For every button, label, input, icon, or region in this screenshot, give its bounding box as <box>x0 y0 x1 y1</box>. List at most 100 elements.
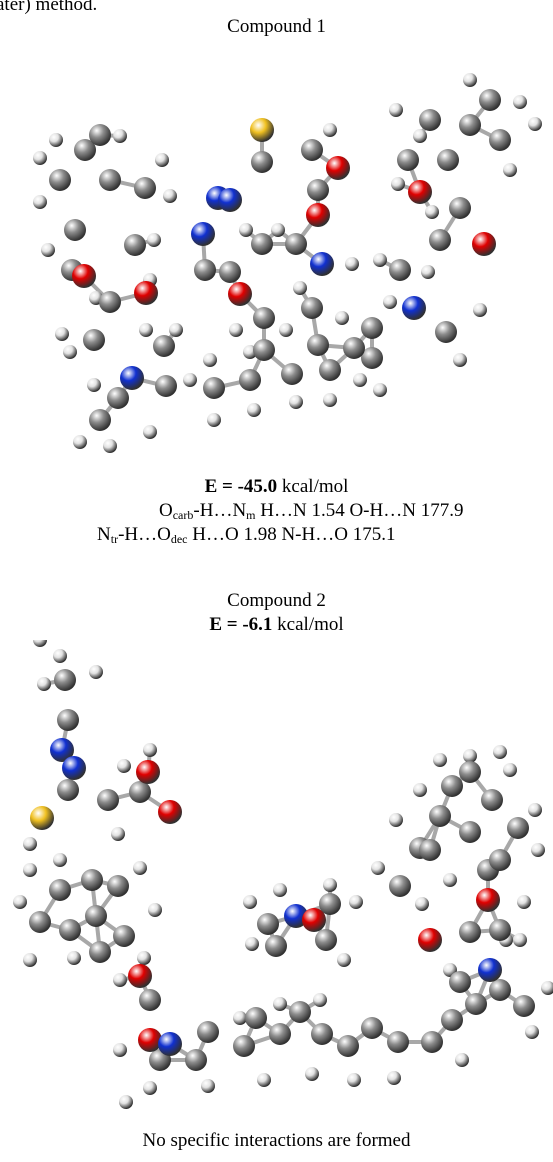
carbon-atom <box>203 377 225 399</box>
hydrogen-atom <box>143 743 157 757</box>
carbon-atom <box>343 337 365 359</box>
carbon-atom <box>85 905 107 927</box>
hydrogen-atom <box>421 265 435 279</box>
hbond1-donor: O <box>159 500 173 521</box>
hydrogen-atom <box>147 233 161 247</box>
nitrogen-atom <box>218 188 242 212</box>
compound2-energy-label: E = <box>209 614 243 635</box>
carbon-atom <box>29 911 51 933</box>
oxygen-atom <box>72 264 96 288</box>
hydrogen-atom <box>23 863 37 877</box>
hydrogen-atom <box>13 895 27 909</box>
hydrogen-atom <box>415 897 429 911</box>
oxygen-atom <box>476 888 500 912</box>
sulfur-atom <box>30 806 54 830</box>
carbon-atom <box>421 1031 443 1053</box>
carbon-atom <box>307 334 329 356</box>
hydrogen-atom <box>493 745 507 759</box>
hydrogen-atom <box>443 873 457 887</box>
carbon-atom <box>301 139 323 161</box>
carbon-atom <box>197 1021 219 1043</box>
hydrogen-atom <box>163 189 177 203</box>
hydrogen-atom <box>413 129 427 143</box>
carbon-atom <box>251 233 273 255</box>
carbon-atom <box>389 259 411 281</box>
carbon-atom <box>289 1001 311 1023</box>
oxygen-atom <box>302 908 326 932</box>
carbon-atom <box>257 913 279 935</box>
hydrogen-atom <box>433 753 447 767</box>
hydrogen-atom <box>113 129 127 143</box>
nitrogen-atom <box>158 1032 182 1056</box>
carbon-atom <box>194 259 216 281</box>
hydrogen-atom <box>73 435 87 449</box>
carbon-atom <box>361 317 383 339</box>
hydrogen-atom <box>49 133 63 147</box>
hydrogen-atom <box>387 1071 401 1085</box>
carbon-atom <box>307 179 329 201</box>
hydrogen-atom <box>243 895 257 909</box>
carbon-atom <box>389 875 411 897</box>
hydrogen-atom <box>139 323 153 337</box>
hydrogen-atom <box>335 311 349 325</box>
hydrogen-atom <box>203 353 217 367</box>
carbon-atom <box>49 879 71 901</box>
carbon-atom <box>459 761 481 783</box>
carbon-atom <box>81 869 103 891</box>
hydrogen-atom <box>473 303 487 317</box>
hydrogen-atom <box>271 223 285 237</box>
hbond1-detail: H…N 1.54 O-H…N 177.9 <box>255 500 464 521</box>
hydrogen-atom <box>103 439 117 453</box>
carbon-atom <box>83 329 105 351</box>
hydrogen-atom <box>257 1073 271 1087</box>
carbon-atom <box>337 1035 359 1057</box>
carbon-atom <box>97 789 119 811</box>
carbon-atom <box>437 149 459 171</box>
carbon-atom <box>319 359 341 381</box>
hydrogen-atom <box>513 933 527 947</box>
carbon-atom <box>319 893 341 915</box>
nitrogen-atom <box>50 738 74 762</box>
carbon-atom <box>507 817 529 839</box>
hydrogen-atom <box>247 403 261 417</box>
nitrogen-atom <box>310 252 334 276</box>
hydrogen-atom <box>233 1011 247 1025</box>
hydrogen-atom <box>347 1073 361 1087</box>
carbon-atom <box>251 151 273 173</box>
oxygen-atom <box>138 1028 162 1052</box>
carbon-atom <box>397 149 419 171</box>
carbon-atom <box>479 89 501 111</box>
hydrogen-atom <box>239 223 253 237</box>
carbon-atom <box>89 409 111 431</box>
compound1-title: Compound 1 <box>227 16 326 37</box>
carbon-atom <box>361 347 383 369</box>
carbon-atom <box>481 789 503 811</box>
hydrogen-atom <box>289 395 303 409</box>
hydrogen-atom <box>383 295 397 309</box>
carbon-atom <box>489 919 511 941</box>
carbon-atom <box>513 995 535 1017</box>
hydrogen-atom <box>23 953 37 967</box>
hydrogen-atom <box>463 73 477 87</box>
oxygen-atom <box>128 964 152 988</box>
oxygen-atom <box>472 232 496 256</box>
carbon-atom <box>465 993 487 1015</box>
carbon-atom <box>449 971 471 993</box>
hydrogen-atom <box>413 783 427 797</box>
sulfur-atom <box>250 118 274 142</box>
hydrogen-atom <box>55 327 69 341</box>
carbon-atom <box>59 919 81 941</box>
hydrogen-atom <box>119 1095 133 1109</box>
hydrogen-atom <box>143 1081 157 1095</box>
hydrogen-atom <box>389 813 403 827</box>
nitrogen-atom <box>120 366 144 390</box>
carbon-atom <box>89 941 111 963</box>
carbon-atom <box>253 307 275 329</box>
carbon-atom <box>113 925 135 947</box>
compound1-hbond-line-2: Ntr-H…Odec H…O 1.98 N-H…O 175.1 <box>97 524 395 546</box>
hydrogen-atom <box>67 951 81 965</box>
carbon-atom <box>99 169 121 191</box>
nitrogen-atom <box>284 904 308 928</box>
hydrogen-atom <box>391 177 405 191</box>
carbon-atom <box>245 1007 267 1029</box>
